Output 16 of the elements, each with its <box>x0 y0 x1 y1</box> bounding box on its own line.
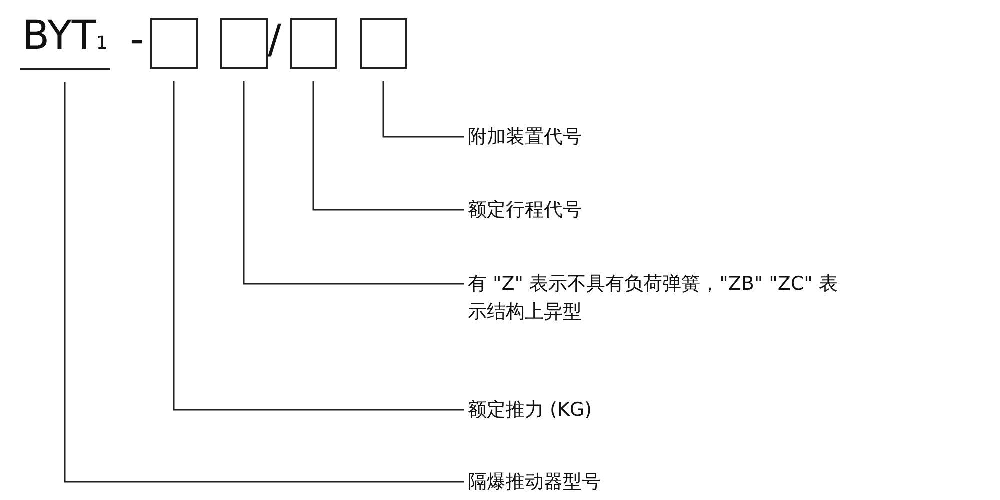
separator-mark: - <box>130 16 144 65</box>
leader-line <box>382 81 464 138</box>
separator-mark: / <box>268 16 282 65</box>
code-box <box>150 18 198 69</box>
leader-line <box>64 82 464 483</box>
leader-line <box>312 81 464 211</box>
code-box <box>360 18 407 69</box>
description-text: 额定推力 (KG) <box>468 396 592 424</box>
description-text: 隔爆推动器型号 <box>468 468 601 496</box>
description-text: 有 "Z" 表示不具有负荷弹簧，"ZB" "ZC" 表示结构上异型 <box>468 270 850 326</box>
description-text: 额定行程代号 <box>468 196 582 224</box>
leader-line <box>173 81 464 411</box>
code-box <box>290 18 337 69</box>
leader-line <box>243 81 464 285</box>
code-box <box>220 18 268 69</box>
description-text: 附加装置代号 <box>468 123 582 151</box>
